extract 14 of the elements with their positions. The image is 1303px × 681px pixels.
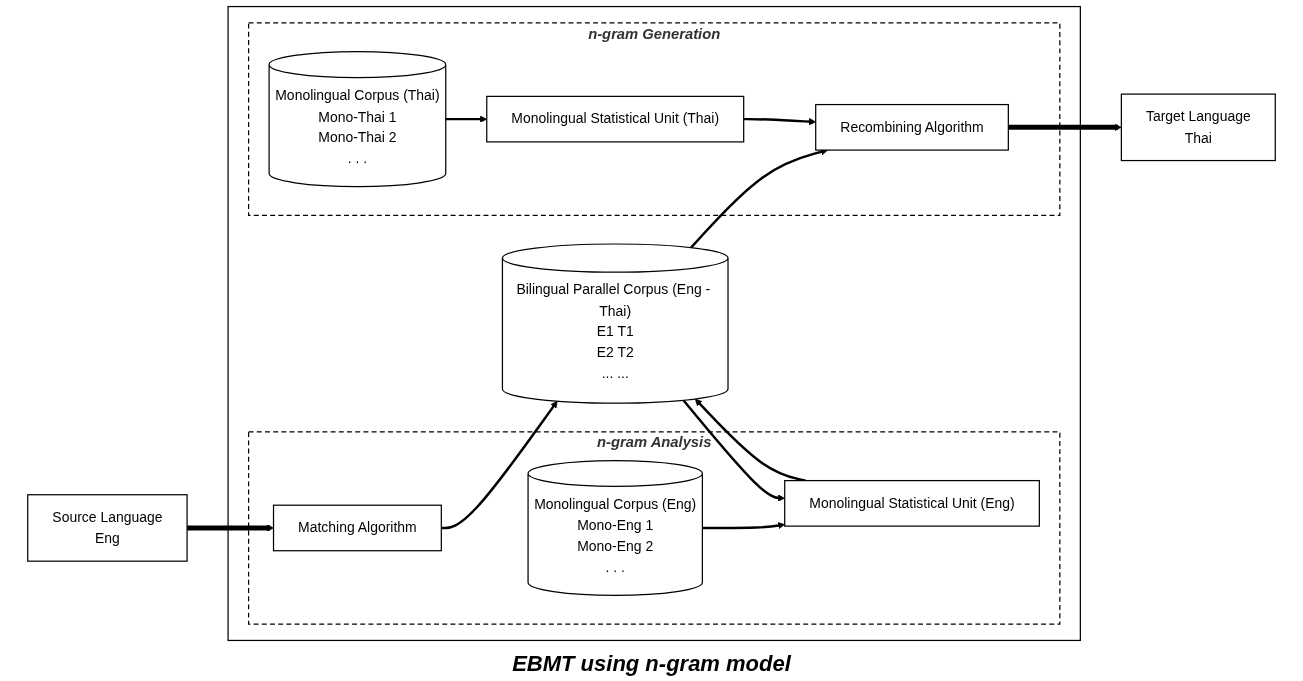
node-box: Monolingual Statistical Unit (Thai) — [486, 95, 745, 143]
arrow — [1008, 123, 1122, 131]
node-box: Matching Algorithm — [272, 504, 442, 552]
node-box: Target Language Thai — [1120, 93, 1276, 162]
arrow — [702, 522, 786, 530]
node-box: Source Language Eng — [27, 494, 188, 562]
arrow — [187, 524, 274, 532]
arrow — [694, 398, 806, 482]
arrow — [441, 400, 558, 530]
node-box: Monolingual Statistical Unit (Eng) — [784, 480, 1040, 527]
arrow — [690, 148, 828, 249]
cluster — [227, 5, 1081, 642]
node-box: Recombining Algorithm — [815, 103, 1009, 151]
diagram-label: EBMT using n-gram model — [512, 651, 791, 677]
